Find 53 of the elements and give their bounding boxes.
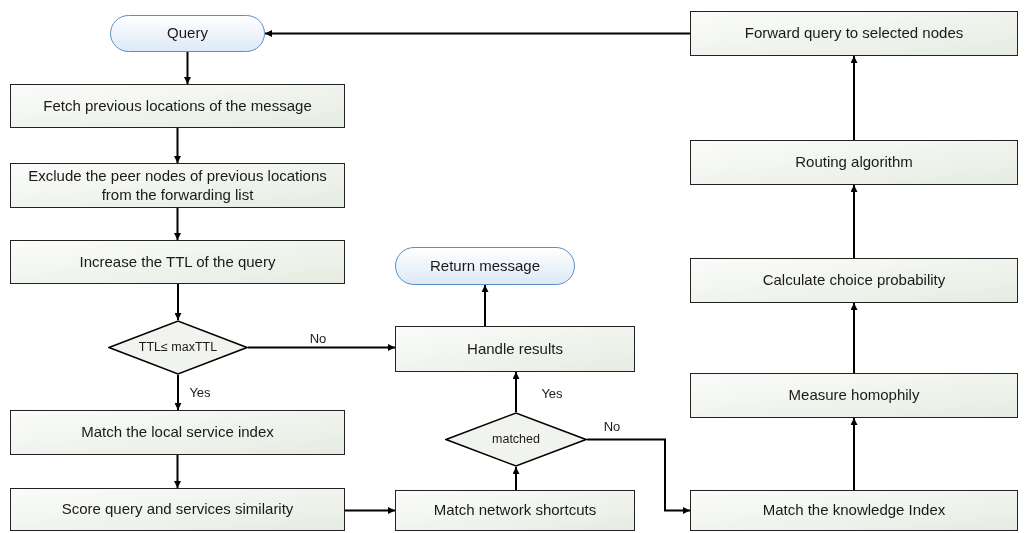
node-text: Calculate choice probability: [762, 271, 946, 290]
node-text: Match the local service index: [81, 423, 274, 442]
edge-label: No: [307, 331, 329, 345]
node-text: Match the knowledge Index: [762, 501, 946, 520]
node-text: Exclude the peer nodes of previous locations from the forwarding list: [27, 166, 328, 205]
arrow: [481, 284, 489, 327]
node-text: Score query and services similarity: [61, 500, 294, 519]
node-text: Forward query to selected nodes: [744, 24, 964, 43]
arrow: [512, 466, 520, 491]
node-text: Return message: [429, 256, 541, 276]
process-box: [10, 163, 345, 208]
node-text: Increase the TTL of the query: [79, 252, 276, 272]
process-box: [690, 258, 1018, 303]
arrow: [174, 454, 181, 489]
process-box: [395, 490, 635, 531]
arrow: [850, 55, 858, 141]
node-text: TTL≤ maxTTL: [138, 339, 218, 356]
decision-diamond: [445, 412, 587, 467]
process-box: [690, 490, 1018, 531]
terminator-shape: [395, 247, 575, 285]
arrow: [512, 371, 520, 413]
arrow: [344, 507, 396, 514]
process-box: [690, 373, 1018, 418]
arrow: [174, 374, 182, 411]
node-text: Fetch previous locations of the message: [43, 96, 312, 116]
decision-diamond: [108, 320, 248, 375]
arrow: [174, 127, 181, 164]
process-box: [690, 11, 1018, 56]
arrow: [850, 184, 858, 259]
node-text: Handle results: [467, 339, 563, 359]
process-box: [10, 410, 345, 455]
arrow: [174, 283, 182, 321]
process-box: [10, 240, 345, 284]
arrow: [264, 30, 691, 37]
arrow: [184, 51, 191, 85]
arrow: [586, 438, 691, 514]
process-box: [10, 488, 345, 531]
edge-label: Yes: [187, 385, 213, 399]
node-text: Measure homophily: [788, 386, 920, 405]
arrow: [850, 302, 858, 374]
process-box: [395, 326, 635, 372]
process-box: [10, 84, 345, 128]
node-text: Routing algorithm: [795, 153, 913, 172]
edge-label: Yes: [539, 386, 565, 400]
arrow: [174, 207, 181, 241]
node-text: Match network shortcuts: [433, 501, 597, 520]
edge-label: No: [601, 419, 623, 433]
node-text: matched: [492, 431, 540, 448]
process-box: [690, 140, 1018, 185]
arrow: [850, 417, 858, 491]
terminator-shape: [110, 15, 265, 52]
arrow: [247, 344, 396, 351]
node-text: Query: [167, 24, 208, 43]
